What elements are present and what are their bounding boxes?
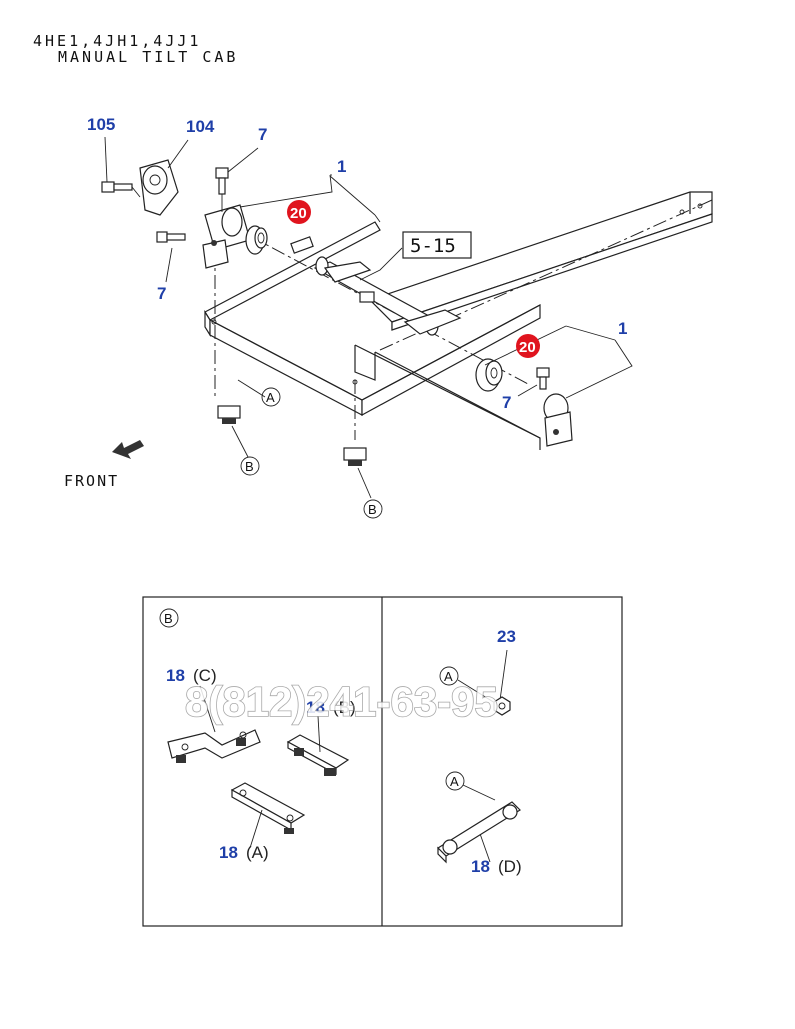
front-label: FRONT [64, 472, 119, 490]
svg-text:A: A [266, 390, 275, 405]
bolt-7-left [156, 231, 186, 243]
detail-b-marker: B [159, 608, 179, 628]
label-18c-num[interactable]: 18 [166, 666, 185, 685]
svg-text:B: B [245, 459, 254, 474]
callout-7-top[interactable]: 7 [258, 125, 267, 144]
bracket-104 [139, 159, 179, 216]
callout-7-left[interactable]: 7 [157, 284, 166, 303]
bushing-right [475, 358, 503, 392]
callout-105[interactable]: 105 [87, 115, 115, 134]
callout-104[interactable]: 104 [186, 117, 215, 136]
svg-text:A: A [450, 774, 459, 789]
detail-leaders [199, 649, 508, 863]
shaft-bracket [290, 236, 314, 254]
cab-type-line: MANUAL TILT CAB [58, 48, 239, 66]
mount-b-left [217, 405, 241, 424]
svg-text:20: 20 [519, 339, 536, 356]
hinge-bracket-left [202, 204, 251, 269]
cab-frame [204, 221, 541, 417]
svg-text:B: B [164, 611, 173, 626]
svg-text:B: B [368, 502, 377, 517]
marker-b-center: B [363, 499, 383, 519]
marker-a: A [261, 387, 281, 407]
label-18c-variant: (C) [193, 666, 217, 685]
highlight-20-right[interactable]: 20 [516, 334, 540, 358]
bracket-18c [167, 729, 261, 763]
bolt-105 [101, 181, 141, 198]
label-18a-variant: (A) [246, 843, 269, 862]
callout-1-top[interactable]: 1 [337, 157, 346, 176]
label-23[interactable]: 23 [497, 627, 516, 646]
bushing-left [245, 225, 268, 255]
svg-text:20: 20 [290, 205, 307, 222]
bolt-7-top [215, 167, 229, 212]
bracket-18d [437, 801, 521, 864]
svg-text:A: A [444, 669, 453, 684]
callout-1-right[interactable]: 1 [618, 319, 627, 338]
detail-marker-a-1: A [439, 666, 459, 686]
detail-marker-a-2: A [445, 771, 465, 791]
marker-b-left: B [240, 456, 260, 476]
model-line: 4HE1,4JH1,4JJ1 [33, 32, 202, 50]
ref-box-label: 5-15 [410, 235, 456, 257]
callout-7-right[interactable]: 7 [502, 393, 511, 412]
support-plate [354, 344, 541, 450]
hinge-bracket-right [543, 393, 573, 447]
mount-b-center [343, 447, 367, 466]
phone-watermark: 8(812)241-63-95 [185, 678, 498, 725]
ref-box[interactable] [402, 231, 472, 259]
shaft-bracket-2 [359, 291, 375, 303]
highlight-20-top[interactable]: 20 [287, 200, 311, 224]
bracket-18a [230, 782, 306, 834]
label-18a-num[interactable]: 18 [219, 843, 238, 862]
nut-23 [493, 696, 511, 716]
frame-rail [368, 191, 713, 331]
bolt-7-right [536, 367, 550, 390]
label-18b-num[interactable]: 18 [306, 698, 325, 717]
tilt-shaft [313, 256, 462, 336]
bracket-18b [286, 734, 350, 776]
label-18d-variant: (D) [498, 857, 522, 876]
label-18b-variant: (B) [333, 698, 356, 717]
label-18d-num[interactable]: 18 [471, 857, 490, 876]
front-arrow-icon [112, 440, 144, 459]
